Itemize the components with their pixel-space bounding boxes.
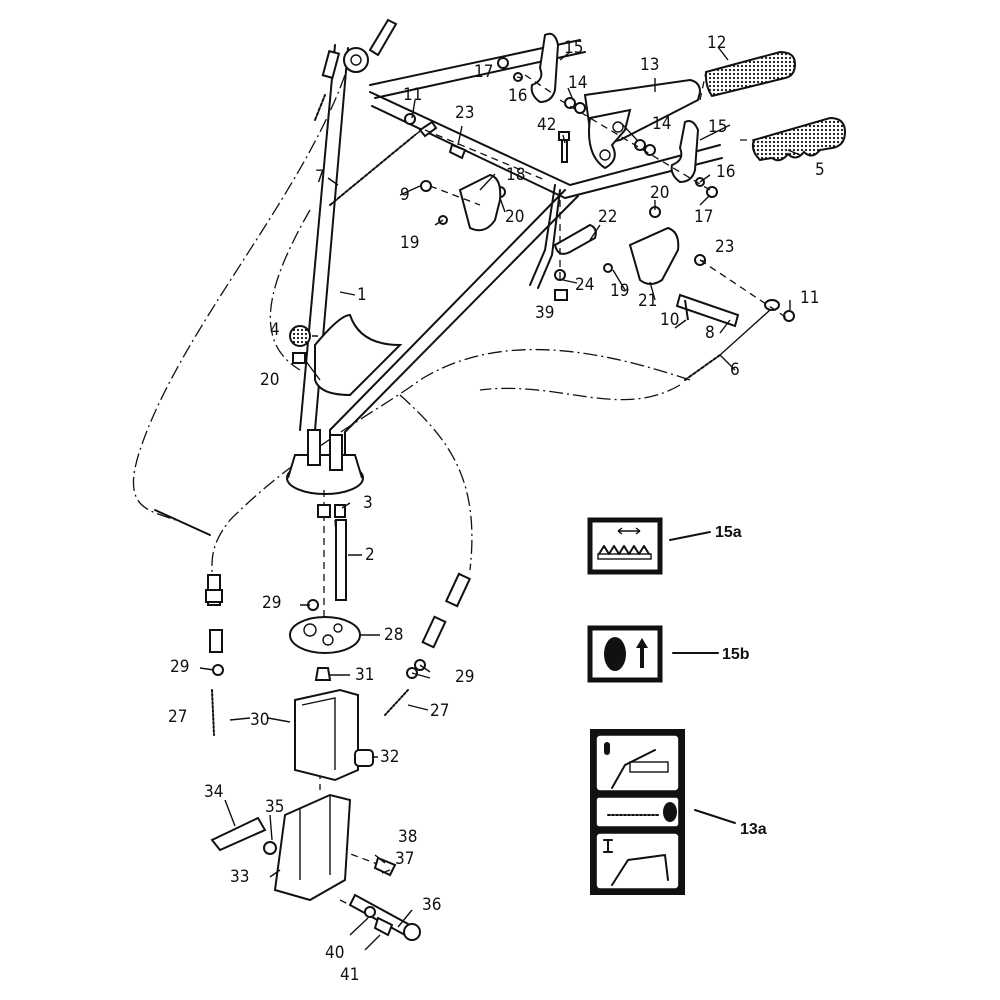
callout-17b: 17	[694, 207, 713, 227]
decal-15a	[587, 517, 711, 575]
callout-34: 34	[204, 782, 223, 802]
callout-30: 30	[250, 710, 269, 730]
callout-40: 40	[325, 943, 344, 963]
callout-35: 35	[265, 797, 284, 817]
callout-20b: 20	[650, 183, 669, 203]
callout-2: 2	[365, 545, 375, 565]
callout-15a: 15	[564, 38, 583, 58]
callout-36: 36	[422, 895, 441, 915]
bracket-18	[458, 173, 502, 232]
bracket-21	[628, 226, 680, 285]
callout-17a: 17	[474, 62, 493, 82]
callout-1: 1	[357, 285, 367, 305]
callout-6: 6	[730, 360, 740, 380]
callout-8: 8	[705, 323, 715, 343]
grip-5	[751, 116, 847, 162]
callout-37: 37	[395, 849, 414, 869]
bracket-22	[553, 223, 597, 255]
callout-18: 18	[506, 165, 525, 185]
callout-15b: 15	[708, 117, 727, 137]
callout-14a: 14	[568, 73, 587, 93]
callout-27b: 27	[430, 701, 449, 721]
callout-29a: 29	[262, 593, 281, 613]
grip-12	[704, 50, 797, 98]
callout-16b: 16	[716, 162, 735, 182]
callout-23b: 23	[715, 237, 734, 257]
callout-33: 33	[230, 867, 249, 887]
callout-27a: 27	[168, 707, 187, 727]
callout-21: 21	[638, 291, 657, 311]
callout-14b: 14	[652, 114, 671, 134]
decal-label-15b: 15b	[722, 646, 750, 663]
callout-29b: 29	[170, 657, 189, 677]
handle-body-13	[583, 78, 702, 170]
callout-20c: 20	[260, 370, 279, 390]
knob-4	[289, 325, 311, 347]
decal-13a	[590, 729, 736, 895]
callout-41: 41	[340, 965, 359, 985]
callout-32: 32	[380, 747, 399, 767]
decal-label-15a: 15a	[715, 524, 742, 541]
callout-20a: 20	[505, 207, 524, 227]
callout-11a: 11	[403, 85, 422, 105]
callout-19a: 19	[400, 233, 419, 253]
decal-15b	[587, 625, 719, 683]
lower-assembly	[210, 504, 421, 941]
lever-15-right	[670, 120, 700, 184]
callout-24: 24	[575, 275, 594, 295]
cable-paths	[133, 74, 691, 576]
cable-end-right	[384, 572, 472, 716]
callout-4: 4	[270, 320, 280, 340]
callout-29c: 29	[455, 667, 474, 687]
leader-lines	[199, 46, 801, 951]
callout-42: 42	[537, 115, 556, 135]
callout-22: 22	[598, 207, 617, 227]
decal-label-13a: 13a	[740, 821, 767, 838]
lever-15-left	[530, 32, 560, 104]
callout-16a: 16	[508, 86, 527, 106]
callout-12: 12	[707, 33, 726, 53]
callout-13: 13	[640, 55, 659, 75]
callout-23a: 23	[455, 103, 474, 123]
callout-11b: 11	[800, 288, 819, 308]
callout-28: 28	[384, 625, 403, 645]
callout-31: 31	[355, 665, 374, 685]
clutch-lever-top	[321, 18, 398, 80]
callout-38: 38	[398, 827, 417, 847]
callout-9: 9	[400, 185, 410, 205]
callout-5: 5	[815, 160, 825, 180]
cable-end-left	[154, 509, 224, 736]
cable-6	[684, 299, 780, 381]
callout-10: 10	[660, 310, 679, 330]
callout-39: 39	[535, 303, 554, 323]
callout-labels: 1 2 3 4 5 6 7 8 9 10 11 11 12 13 14 14 1…	[168, 33, 825, 985]
callout-3: 3	[363, 493, 373, 513]
callout-7: 7	[315, 167, 325, 187]
callout-19b: 19	[610, 281, 629, 301]
